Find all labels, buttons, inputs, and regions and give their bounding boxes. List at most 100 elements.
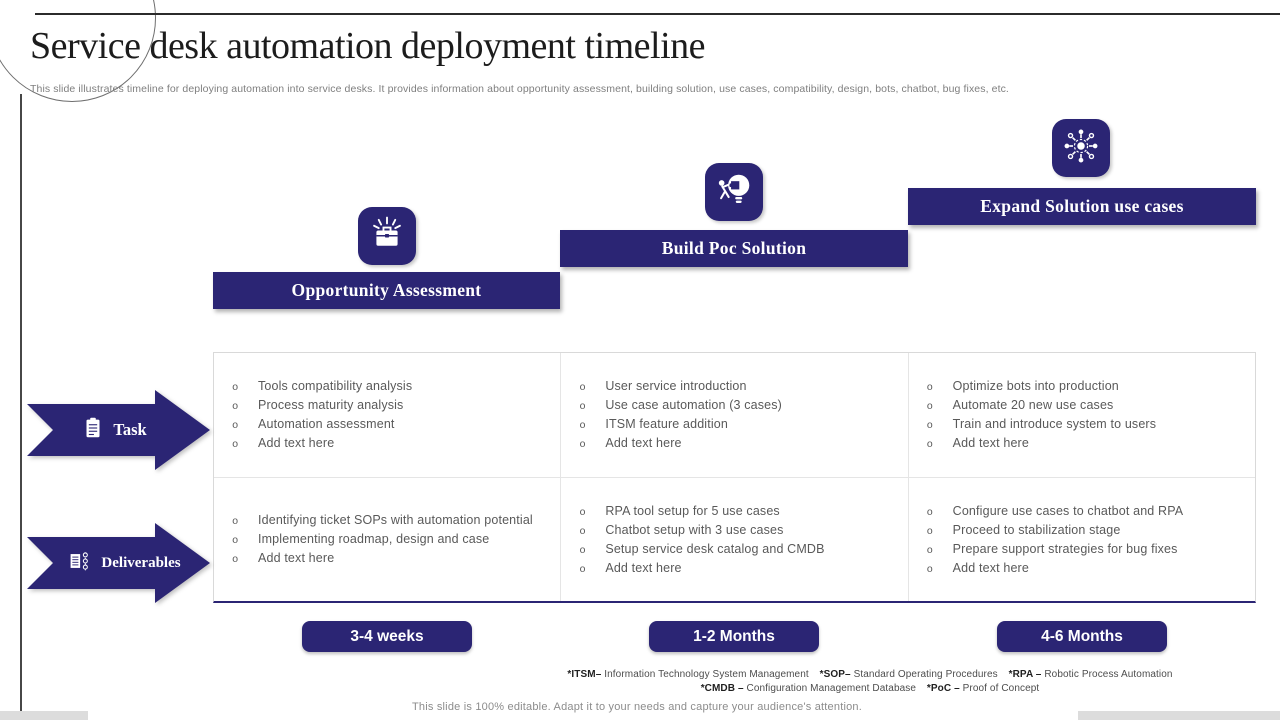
bullet-text: User service introduction xyxy=(605,379,747,394)
network-hub-icon xyxy=(1061,126,1101,171)
bullet-marker: o xyxy=(926,563,934,576)
footnote-definition: Configuration Management Database xyxy=(746,682,917,694)
stage-tile-build-poc xyxy=(705,163,763,221)
stage-banner-opportunity-assessment: Opportunity Assessment xyxy=(213,272,560,309)
footnote-definition: Proof of Concept xyxy=(962,682,1040,694)
abbreviation-footnotes: *ITSM– Information Technology System Man… xyxy=(555,668,1185,695)
bullet-marker: o xyxy=(579,563,586,576)
bullet-marker: o xyxy=(926,420,934,433)
bullet-text: Implementing roadmap, design and case xyxy=(258,532,490,547)
bullet-item: o Chatbot setup with 3 use cases xyxy=(577,522,897,538)
bullet-item: o Setup service desk catalog and CMDB xyxy=(577,541,897,557)
briefcase-burst-icon xyxy=(367,214,407,259)
puzzle-head-icon xyxy=(714,170,754,215)
bullet-text: Configure use cases to chatbot and RPA xyxy=(952,503,1184,518)
bullet-marker: o xyxy=(232,554,239,567)
bullet-text: Add text here xyxy=(952,560,1029,575)
bullet-marker: o xyxy=(926,544,934,557)
bullet-text: Optimize bots into production xyxy=(952,379,1119,394)
bullet-text: Add text here xyxy=(952,436,1029,451)
footnote-definition: Standard Operating Procedures xyxy=(853,669,998,680)
row-label: Task xyxy=(113,420,147,439)
bullet-text: RPA tool setup for 5 use cases xyxy=(605,503,780,518)
footnote-term: *SOP– xyxy=(819,669,851,680)
left-divider-line xyxy=(20,94,22,720)
bullet-text: Proceed to stabilization stage xyxy=(952,522,1121,537)
task-row-label-arrow: Task xyxy=(27,390,210,470)
bullet-marker: o xyxy=(232,382,239,395)
footnote-term: *RPA – xyxy=(1008,669,1042,680)
deliverables-cell-expand: o Configure use cases to chatbot and RPA o… xyxy=(907,477,1255,601)
footnote-definition: Robotic Process Automation xyxy=(1044,669,1173,680)
bullet-item: o Identifying ticket SOPs with automation… xyxy=(230,512,550,528)
bullet-text: Use case automation (3 cases) xyxy=(605,398,782,413)
bullet-text: Tools compatibility analysis xyxy=(258,379,413,394)
bottom-left-strip xyxy=(0,711,88,720)
bullet-text: Automate 20 new use cases xyxy=(952,398,1114,413)
bullet-marker: o xyxy=(926,401,934,414)
bullet-item: o Tools compatibility analysis xyxy=(230,378,550,394)
bullet-text: Chatbot setup with 3 use cases xyxy=(605,522,784,537)
bullet-marker: o xyxy=(926,525,934,538)
deliverables-row-label-arrow: Deliverables xyxy=(27,523,210,603)
footnote-definition: Information Technology System Management xyxy=(604,669,809,680)
bullet-marker: o xyxy=(926,439,934,452)
bullet-item: o Add text here xyxy=(925,435,1245,451)
bullet-text: Add text here xyxy=(605,436,682,451)
top-divider-line xyxy=(35,13,1280,15)
duration-badge-3: 4-6 Months xyxy=(997,621,1167,652)
bullet-item: o Train and introduce system to users xyxy=(925,416,1245,432)
stage-tile-opportunity xyxy=(358,207,416,265)
bullet-item: o ITSM feature addition xyxy=(577,416,897,432)
bullet-marker: o xyxy=(232,401,239,414)
bullet-marker: o xyxy=(232,420,239,433)
bullet-marker: o xyxy=(579,506,586,519)
bullet-text: Setup service desk catalog and CMDB xyxy=(605,541,825,556)
bullet-item: o Automate 20 new use cases xyxy=(925,397,1245,413)
bullet-text: Train and introduce system to users xyxy=(952,417,1157,432)
duration-badge-2: 1-2 Months xyxy=(649,621,819,652)
bullet-marker: o xyxy=(232,516,239,529)
bullet-text: Add text here xyxy=(258,436,335,451)
bullet-marker: o xyxy=(579,525,586,538)
bullet-item: o Implementing roadmap, design and case xyxy=(230,531,550,547)
bullet-text: ITSM feature addition xyxy=(605,417,728,432)
clipboard-icon xyxy=(80,415,106,446)
bullet-marker: o xyxy=(579,420,586,433)
bullet-text: Prepare support strategies for bug fixes xyxy=(952,541,1178,556)
slide-subtitle: This slide illustrates timeline for depl… xyxy=(30,83,1009,95)
stage-label: Expand Solution use cases xyxy=(980,196,1184,216)
bullet-item: o Add text here xyxy=(577,560,897,576)
bullet-item: o Add text here xyxy=(230,435,550,451)
bullet-text: Identifying ticket SOPs with automation … xyxy=(258,513,533,528)
bullet-marker: o xyxy=(579,401,586,414)
bullet-text: Add text here xyxy=(258,551,335,566)
stage-label: Build Poc Solution xyxy=(661,238,807,258)
bullet-marker: o xyxy=(232,439,239,452)
footnote-term: *PoC – xyxy=(926,682,960,694)
bullet-text: Add text here xyxy=(605,560,682,575)
footnote-line-1: *ITSM– Information Technology System Man… xyxy=(555,668,1185,682)
page-title: Service desk automation deployment timel… xyxy=(30,25,706,67)
bullet-item: o Add text here xyxy=(925,560,1245,576)
bullet-text: Automation assessment xyxy=(258,417,395,432)
bullet-marker: o xyxy=(579,544,586,557)
bottom-right-strip xyxy=(1078,711,1280,720)
bullet-item: o Automation assessment xyxy=(230,416,550,432)
stage-banner-expand-solution: Expand Solution use cases xyxy=(908,188,1256,225)
editable-note: This slide is 100% editable. Adapt it to… xyxy=(412,701,862,713)
footnote-term: *CMDB – xyxy=(700,682,744,694)
bullet-item: o RPA tool setup for 5 use cases xyxy=(577,503,897,519)
bullet-marker: o xyxy=(232,535,239,548)
